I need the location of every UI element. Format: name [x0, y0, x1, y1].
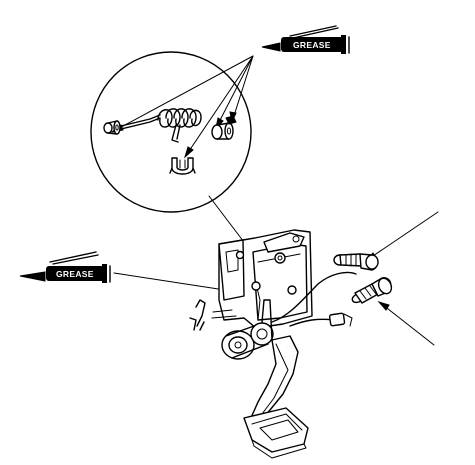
brake-light-switch [333, 253, 379, 271]
grease-tube-body [281, 37, 343, 52]
grease-tube-shine [49, 251, 97, 263]
grease-tube-crimp [102, 264, 107, 283]
detail-callout [90, 51, 252, 213]
mounting-hole [251, 281, 261, 291]
pedal-pad [243, 407, 309, 459]
grease-tube-shine [289, 25, 337, 37]
grease-label-upper: GREASE [293, 40, 331, 50]
grease-tube-upper: GREASE [261, 25, 350, 54]
grease-tube-left: GREASE [19, 251, 111, 283]
bushing-right [211, 115, 237, 140]
mounting-hole [274, 252, 286, 264]
return-spring [120, 108, 202, 143]
retainer-clip [189, 299, 206, 331]
grease-tube-nozzle [261, 42, 281, 52]
grease-label-left: GREASE [56, 269, 94, 279]
pedal-assembly [189, 229, 357, 459]
bushing-left [103, 120, 121, 135]
harness-connector [328, 312, 353, 327]
grease-tube-crimp [341, 35, 346, 54]
mounting-hole [287, 285, 297, 295]
cruise-cancel-switch [351, 277, 393, 304]
switch-harness [271, 271, 357, 323]
detail-circle [90, 51, 252, 213]
grease-tube-body [46, 266, 104, 281]
grease-tube-shine [292, 27, 339, 39]
pivot-bolt [221, 322, 274, 360]
u-bushing [169, 157, 196, 175]
grease-tube-nozzle [19, 271, 46, 282]
mounting-hole [235, 250, 245, 260]
grease-tube-shine [52, 254, 99, 265]
